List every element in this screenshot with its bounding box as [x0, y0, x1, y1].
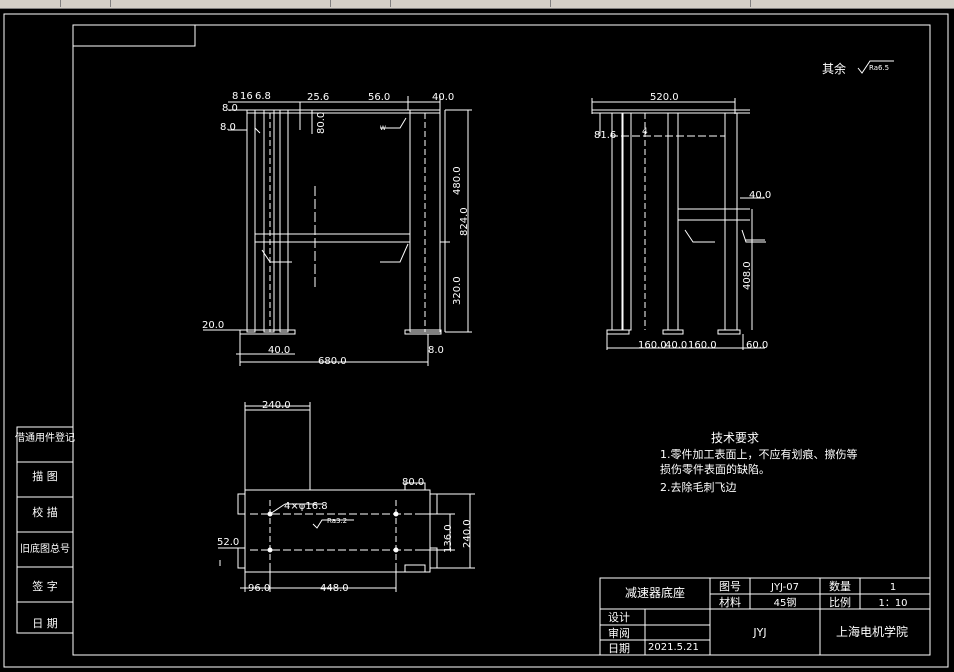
material: 45钢 — [774, 596, 797, 609]
side-label-3: 校 描 — [32, 505, 58, 519]
part-name: 减速器底座 — [625, 585, 685, 600]
dim-80: 80.0 — [316, 112, 327, 134]
dim-520: 520.0 — [650, 92, 679, 103]
toolbar-dropdown[interactable] — [390, 0, 551, 7]
dim-160a: 160.0 — [638, 340, 667, 351]
dim-56: 56.0 — [368, 92, 390, 103]
dim-60: 60.0 — [746, 340, 768, 351]
dim-40-bot: 40.0 — [268, 345, 290, 356]
qty: 1 — [890, 582, 896, 593]
side-view: 520.0 81.6 4 40.0 408.0 160.0 40.0 160.0… — [591, 92, 771, 351]
dim-20: 20.0 — [202, 320, 224, 331]
technical-requirements: 技术要求 1.零件加工表面上，不应有划痕、擦伤等 损伤零件表面的缺陷。 2.去除… — [660, 431, 858, 494]
tech-req-title: 技术要求 — [711, 431, 759, 445]
drawing-no-label: 图号 — [719, 580, 741, 593]
dim-240-top: 240.0 — [262, 400, 291, 411]
dim-25-6: 25.6 — [307, 92, 329, 103]
toolbar-dropdown[interactable] — [110, 0, 331, 7]
dim-8-left: 8.0 — [222, 103, 238, 114]
toolbar-button[interactable] — [60, 0, 111, 7]
dim-8-16: 8 — [232, 91, 238, 102]
toolbar-button[interactable] — [330, 0, 391, 7]
surface-roughness-note: 其余 Ra6.5 — [822, 60, 894, 76]
hole-roughness: Ra3.2 — [327, 517, 347, 525]
dim-96: 96.0 — [248, 583, 270, 594]
tech-req-line-2: 损伤零件表面的缺陷。 — [660, 462, 770, 476]
dim-320: 320.0 — [452, 276, 463, 305]
dim-16: 16 — [240, 91, 253, 102]
material-label: 材料 — [719, 595, 741, 609]
date: 2021.5.21 — [648, 642, 699, 653]
dim-8-bot: 8.0 — [428, 345, 444, 356]
dim-240-right: 240.0 — [462, 519, 473, 548]
dim-6-8: 6.8 — [255, 91, 271, 102]
design-label: 设计 — [608, 611, 630, 624]
dim-680: 680.0 — [318, 356, 347, 367]
drawing-no: JYJ-07 — [770, 582, 799, 593]
scale: 1：10 — [878, 598, 907, 609]
inner-frame — [72, 24, 931, 656]
hole-callout: 4×φ16.8 — [284, 501, 328, 512]
roughness-value: Ra6.5 — [869, 64, 889, 72]
side-label-4: 旧底图总号 — [20, 542, 70, 555]
dim-40-mid: 40.0 — [665, 340, 687, 351]
top-left-box — [72, 24, 196, 47]
dim-80-top: 80.0 — [402, 477, 424, 488]
roughness-symbol-icon — [857, 60, 894, 74]
dim-81-6: 81.6 — [594, 130, 616, 141]
side-label-5: 签 字 — [32, 579, 58, 593]
review-label: 审阅 — [608, 626, 630, 640]
side-register: 借通用件登记 描 图 校 描 旧底图总号 签 字 日 期 — [15, 426, 75, 634]
outer-frame — [3, 13, 949, 668]
svg-text:W: W — [380, 125, 386, 132]
dim-4: 4 — [642, 127, 648, 137]
school-name: 上海电机学院 — [836, 624, 908, 639]
tech-req-line-3: 2.去除毛刺飞边 — [660, 480, 737, 494]
dim-40-top: 40.0 — [432, 92, 454, 103]
qty-label: 数量 — [829, 580, 851, 593]
drawing-code: JYJ — [752, 626, 766, 639]
dim-52: 52.0 — [217, 537, 239, 548]
surface-note-text: 其余 — [822, 61, 846, 76]
tech-req-line-1: 1.零件加工表面上，不应有划痕、擦伤等 — [660, 447, 858, 461]
date-label: 日期 — [608, 642, 630, 655]
dim-136: 136.0 — [443, 524, 454, 553]
dim-480: 480.0 — [452, 166, 463, 195]
toolbar-button[interactable] — [0, 0, 61, 7]
dim-160b: 160.0 — [688, 340, 717, 351]
title-block: 减速器底座 图号 JYJ-07 数量 1 材料 45钢 比例 1：10 设计 审… — [599, 577, 931, 656]
dim-448: 448.0 — [320, 583, 349, 594]
top-view: 240.0 4×φ16.8 Ra3.2 80.0 136.0 240.0 52.… — [217, 400, 475, 594]
scale-label: 比例 — [829, 595, 851, 609]
side-label-1: 借通用件登记 — [15, 431, 75, 444]
side-label-6: 日 期 — [32, 617, 58, 630]
front-view: W 8 16 6.8 25.6 56.0 40.0 8.0 8.0 80.0 4… — [202, 91, 472, 367]
dim-8-left2: 8.0 — [220, 122, 236, 133]
dim-408: 408.0 — [742, 261, 753, 290]
dim-40-right: 40.0 — [749, 190, 771, 201]
side-label-2: 描 图 — [32, 469, 58, 483]
dim-824: 824.0 — [459, 207, 470, 236]
toolbar-dropdown[interactable] — [550, 0, 751, 7]
window-toolbar-strip — [0, 0, 954, 9]
